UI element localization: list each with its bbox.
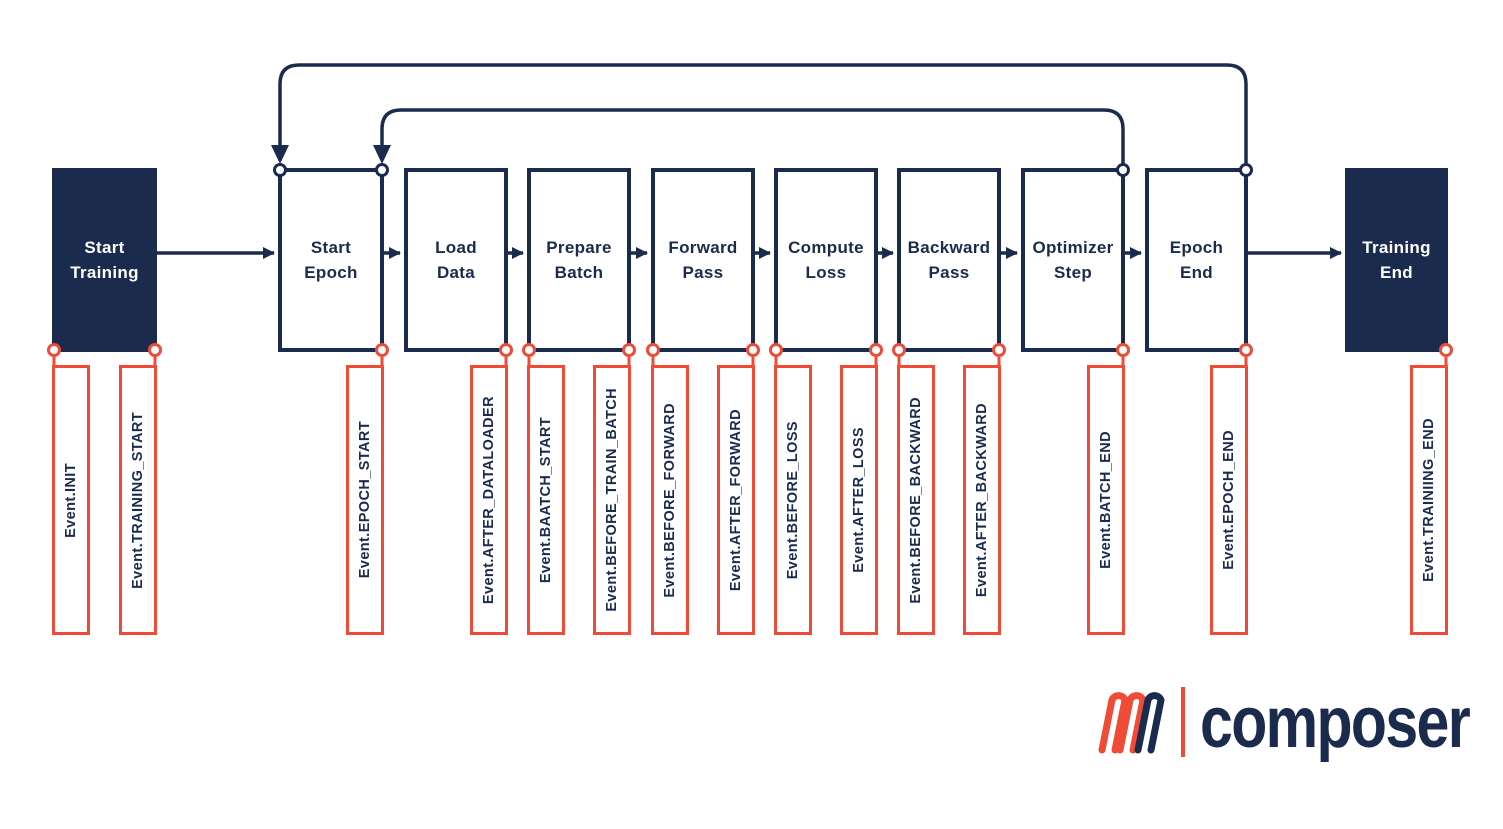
logo-wordmark: composer [1200,683,1471,763]
event-label: Event.BEFORE_TRAIN_BATCH [604,388,620,612]
event-label: Event.AFTER_LOSS [851,427,867,573]
loop-arrow-outer [271,63,1248,165]
stage-label: Load Data [435,237,477,283]
event-label: Event.BEFORE_FORWARD [662,402,678,598]
stage-box-training-end: Training End [1345,168,1448,352]
event-label: Event.AFTER_DATALOADER [481,395,497,605]
event-box-training-start: Event.TRAINING_START [119,365,157,635]
event-box-epoch-start: Event.EPOCH_START [346,365,384,635]
stage-box-backward-pass: Backward Pass [897,168,1001,352]
event-box-training-end: Event.TRAINIING_END [1410,365,1448,635]
stage-label: Backward Pass [907,237,991,283]
event-box-before-backward: Event.BEFORE_BACKWARD [897,365,935,635]
event-label: Event.TRAINING_START [130,411,146,589]
event-box-before-train-batch: Event.BEFORE_TRAIN_BATCH [593,365,631,635]
stage-box-start-epoch: Start Epoch [278,168,384,352]
stage-label: Start Training [70,237,139,283]
event-label: Event.BEFORE_BACKWARD [908,396,924,604]
event-label: Event.BEFORE_LOSS [785,420,801,580]
event-box-before-forward: Event.BEFORE_FORWARD [651,365,689,635]
event-box-init: Event.INIT [52,365,90,635]
stage-box-start-training: Start Training [52,168,157,352]
stage-label: Optimizer Step [1032,237,1114,283]
stage-box-epoch-end: Epoch End [1145,168,1248,352]
event-box-after-forward: Event.AFTER_FORWARD [717,365,755,635]
stage-label: Prepare Batch [546,237,612,283]
loop-arrowhead-icon [373,145,391,164]
event-box-after-dataloader: Event.AFTER_DATALOADER [470,365,508,635]
event-box-epoch-end: Event.EPOCH_END [1210,365,1248,635]
stage-label: Start Epoch [304,237,358,283]
event-box-after-loss: Event.AFTER_LOSS [840,365,878,635]
stage-label: Training End [1362,237,1431,283]
stage-box-prepare-batch: Prepare Batch [527,168,631,352]
event-box-after-backward: Event.AFTER_BACKWARD [963,365,1001,635]
loop-arrow-inner [373,108,1125,165]
stage-box-forward-pass: Forward Pass [651,168,755,352]
event-label: Event.BAATCH_START [538,416,554,584]
logo-divider-bar [1181,687,1185,757]
event-label: Event.AFTER_BACKWARD [974,402,990,598]
event-box-before-loss: Event.BEFORE_LOSS [774,365,812,635]
event-box-batch-start: Event.BAATCH_START [527,365,565,635]
stage-box-load-data: Load Data [404,168,508,352]
event-label: Event.EPOCH_END [1221,430,1237,570]
composer-logo-mark-icon [1098,692,1165,754]
stage-box-optimizer-step: Optimizer Step [1021,168,1125,352]
loop-arrowhead-icon [271,145,289,164]
event-label: Event.EPOCH_START [357,421,373,579]
composer-logo: composer [1098,682,1503,762]
event-label: Event.AFTER_FORWARD [728,408,744,592]
stage-label: Compute Loss [788,237,864,283]
event-label: Event.BATCH_END [1098,431,1114,569]
event-box-batch-end: Event.BATCH_END [1087,365,1125,635]
stage-box-compute-loss: Compute Loss [774,168,878,352]
stage-label: Forward Pass [668,237,738,283]
event-label: Event.INIT [63,462,79,538]
stage-label: Epoch End [1169,237,1224,283]
event-label: Event.TRAINIING_END [1421,418,1437,582]
